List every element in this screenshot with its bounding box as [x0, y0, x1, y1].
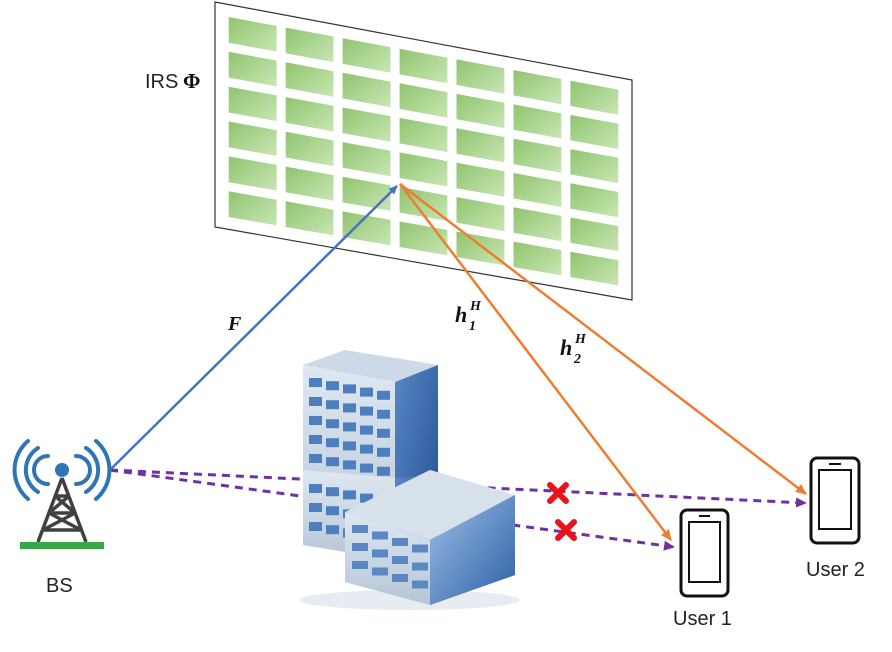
irs-element: [285, 166, 334, 201]
link-bs-irs: [109, 185, 398, 471]
irs-element: [228, 191, 277, 226]
irs-element: [228, 51, 277, 87]
irs-element: [570, 251, 619, 286]
irs-element: [342, 38, 391, 73]
irs-element: [342, 142, 391, 177]
irs-element: [456, 162, 505, 197]
irs-phase-symbol: Φ: [183, 69, 200, 93]
irs-element: [228, 86, 277, 122]
irs-element: [513, 173, 562, 207]
svg-text:H: H: [574, 332, 587, 347]
svg-text:h: h: [455, 302, 467, 327]
irs-element: [399, 117, 448, 153]
irs-element: [456, 93, 505, 129]
svg-text:h: h: [560, 335, 572, 360]
link-irs-user2: [399, 183, 807, 495]
irs-panel: [214, 1, 633, 301]
svg-text:H: H: [469, 299, 482, 314]
channel-label-h1: h 1 H: [455, 299, 482, 334]
bs-label: BS: [46, 575, 73, 597]
irs-element: [399, 48, 448, 84]
irs-element-grid: [228, 17, 619, 286]
irs-element: [456, 59, 505, 94]
irs-element: [456, 128, 505, 163]
irs-element: [570, 80, 619, 115]
smartphone-icon: [679, 508, 730, 598]
irs-element: [513, 70, 562, 105]
irs-element: [399, 83, 448, 118]
irs-element: [513, 207, 562, 242]
cross-mark-icon: [555, 519, 577, 541]
irs-element: [570, 217, 619, 252]
irs-element: [513, 138, 562, 173]
irs-element: [342, 107, 391, 142]
irs-element: [228, 156, 277, 191]
irs-element: [285, 62, 334, 97]
user2-label: User 2: [806, 559, 865, 581]
irs-element: [228, 121, 277, 156]
irs-element: [570, 114, 619, 149]
irs-element: [285, 201, 334, 236]
irs-element: [285, 131, 334, 167]
irs-element: [513, 104, 562, 139]
irs-element: [342, 176, 391, 211]
building-occluder: [303, 470, 515, 605]
irs-element: [228, 17, 277, 52]
antenna-tower-icon: [12, 439, 112, 549]
irs-element: [513, 241, 562, 276]
irs-element: [342, 211, 391, 246]
irs-element: [456, 197, 505, 232]
cross-mark-icon: [547, 482, 569, 504]
irs-label: IRS: [145, 71, 178, 93]
user1-label: User 1: [673, 608, 732, 630]
irs-element: [342, 72, 391, 108]
irs-element: [570, 183, 619, 218]
irs-element: [285, 27, 334, 63]
link-irs-user1: [399, 183, 672, 541]
blocked-link-bs-user2: [109, 468, 807, 508]
smartphone-icon: [809, 456, 861, 545]
channel-label-h2: h 2 H: [560, 332, 587, 367]
irs-element: [399, 152, 448, 187]
irs-element: [456, 231, 505, 266]
irs-element: [570, 149, 619, 184]
svg-text:2: 2: [573, 352, 581, 367]
svg-text:1: 1: [469, 319, 476, 334]
irs-element: [285, 97, 334, 132]
channel-label-f: F: [227, 313, 242, 335]
